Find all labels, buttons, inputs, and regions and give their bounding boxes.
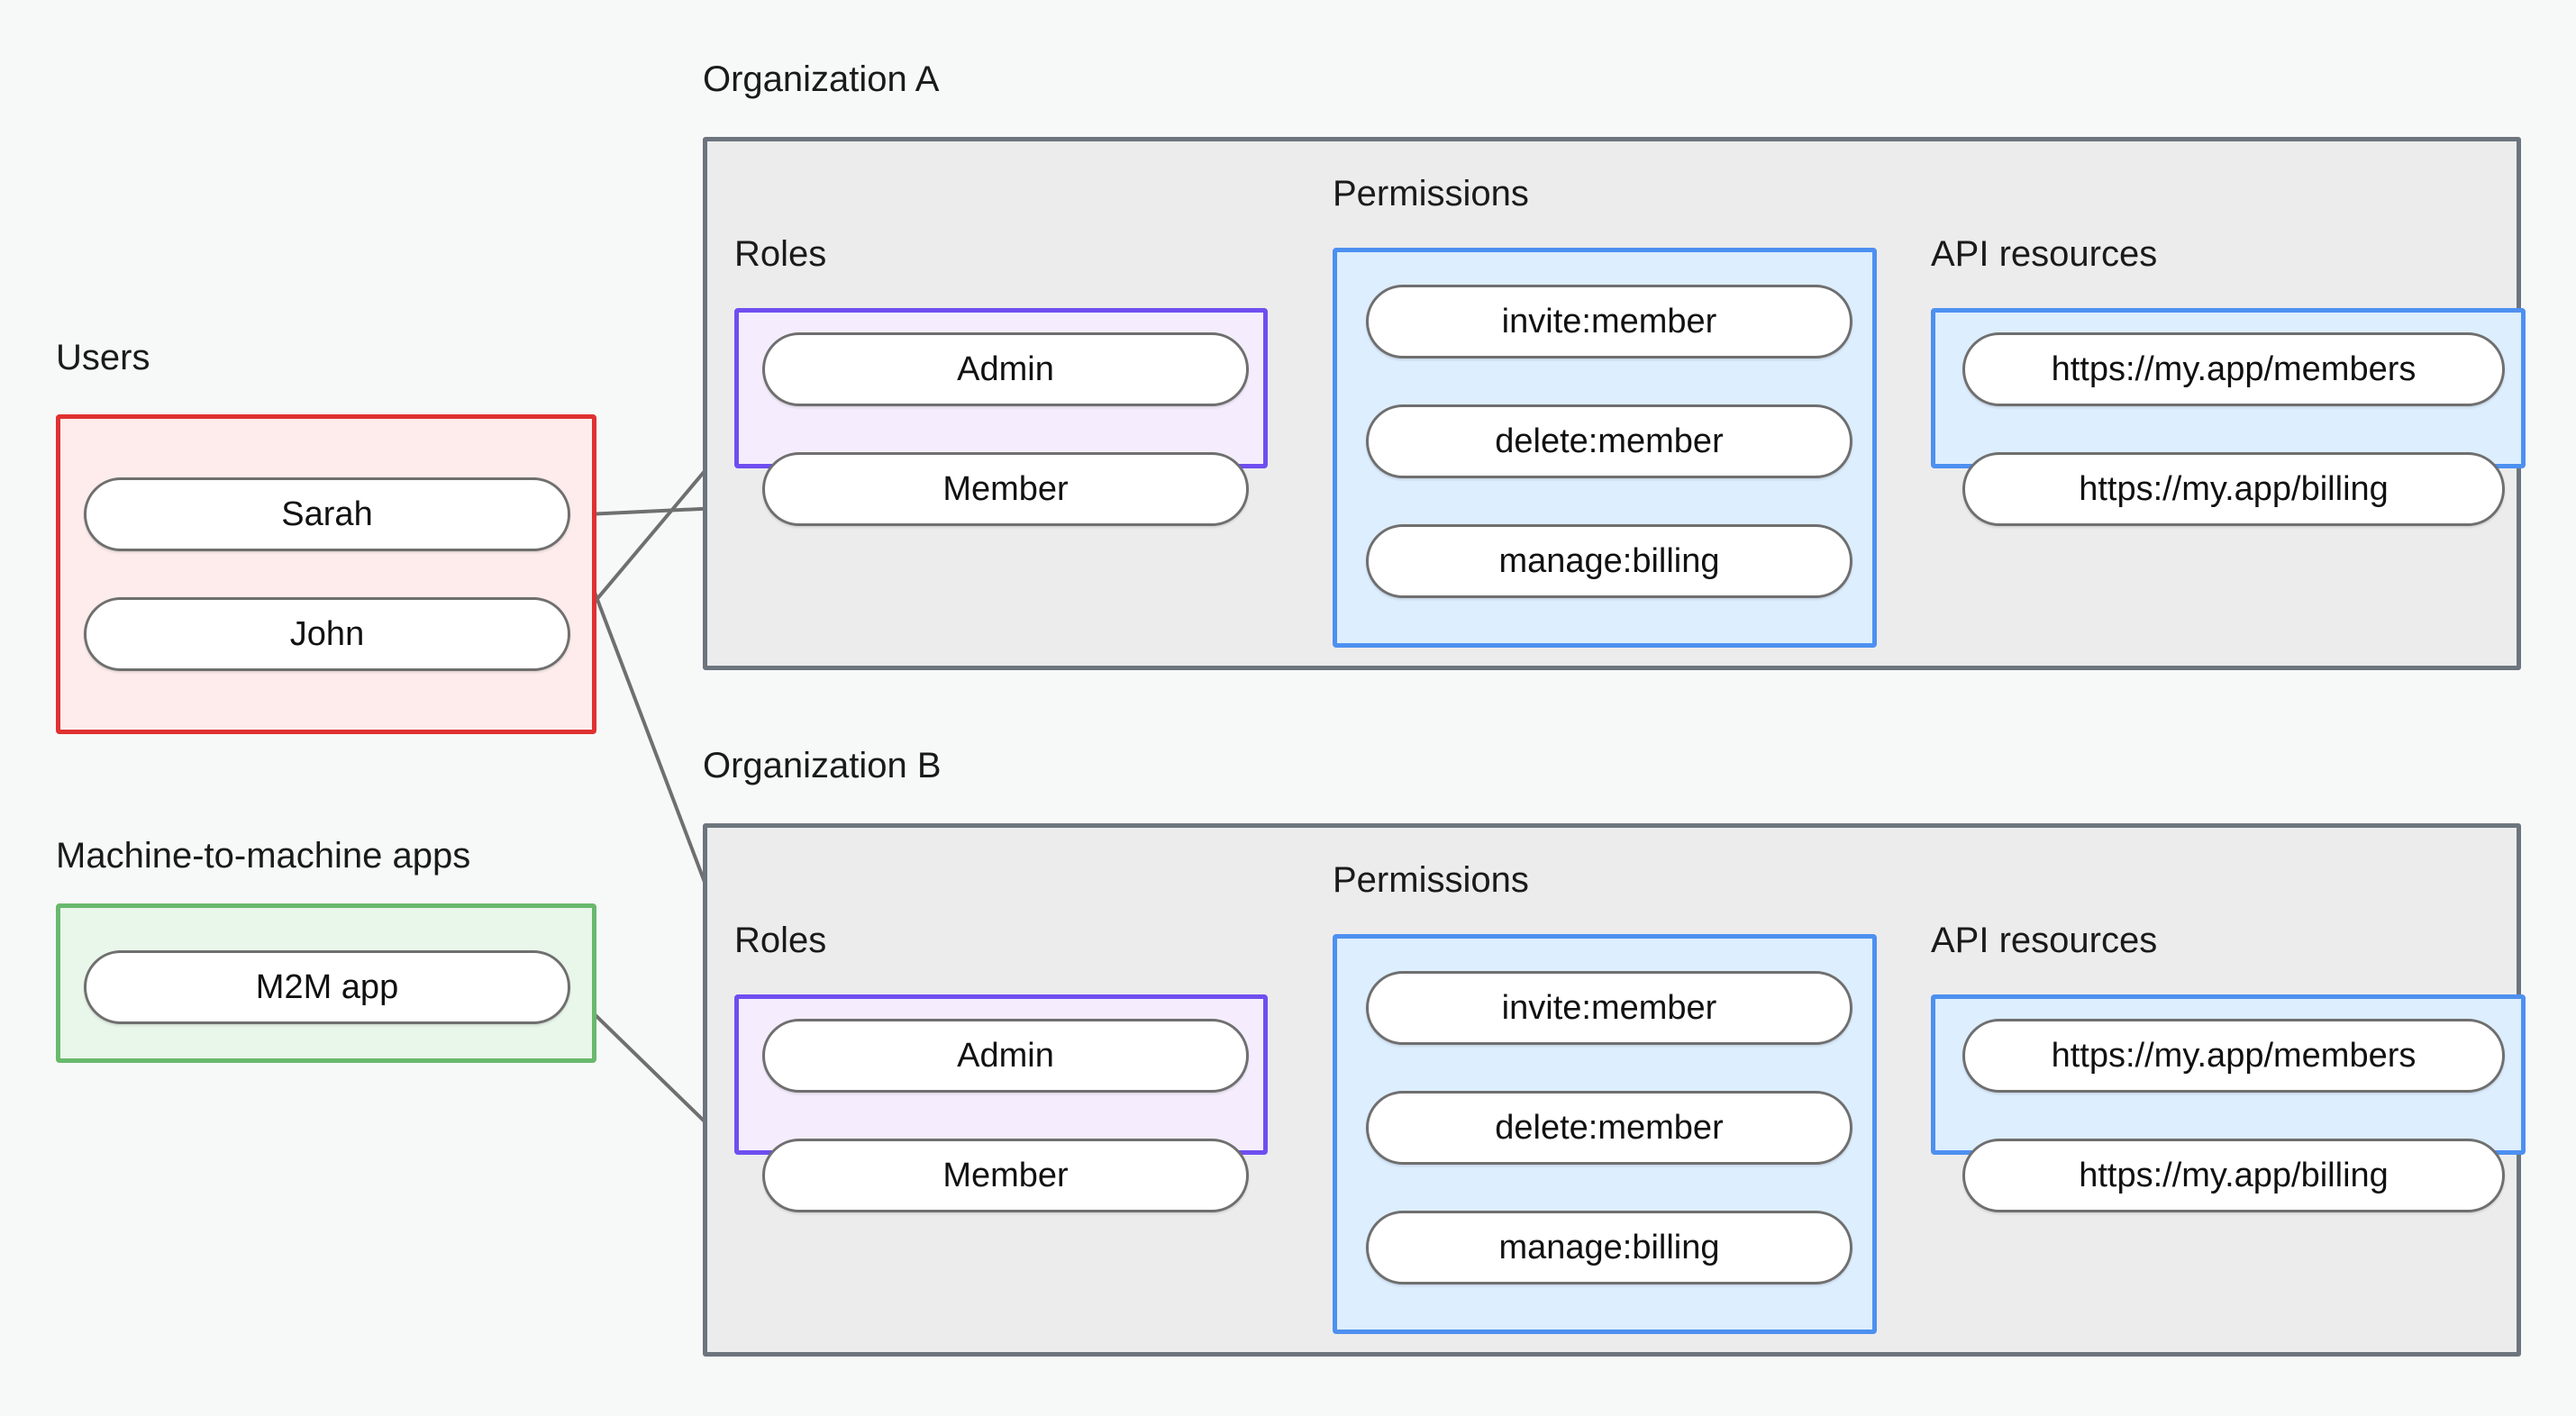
- orgA-role-member[interactable]: Member: [762, 452, 1249, 526]
- orgB-api-resources-container: https://my.app/members https://my.app/bi…: [1931, 994, 2526, 1212]
- orgA-permission-invite-member[interactable]: invite:member: [1366, 285, 1852, 359]
- orgB-role-member[interactable]: Member: [762, 1139, 1249, 1212]
- orgA-role-admin[interactable]: Admin: [762, 332, 1249, 406]
- orgB-permission-delete-member[interactable]: delete:member: [1366, 1091, 1852, 1165]
- organization-b-container: Roles Admin Member Permissions invite:me…: [703, 823, 2526, 1357]
- orgB-api-resource-billing[interactable]: https://my.app/billing: [1962, 1139, 2505, 1212]
- orgB-api-resource-members[interactable]: https://my.app/members: [1962, 1019, 2505, 1093]
- user-node-john[interactable]: John: [84, 597, 570, 671]
- orgA-roles-label: Roles: [734, 234, 827, 274]
- orgB-permissions-label: Permissions: [1333, 860, 1529, 900]
- orgA-roles-container: Admin Member: [734, 308, 1268, 526]
- users-container: Sarah John: [56, 414, 596, 734]
- orgB-roles-container: Admin Member: [734, 994, 1268, 1212]
- orgA-permissions-label: Permissions: [1333, 174, 1529, 213]
- orgB-permission-invite-member[interactable]: invite:member: [1366, 971, 1852, 1045]
- user-node-sarah[interactable]: Sarah: [84, 477, 570, 551]
- organization-b-label: Organization B: [703, 746, 942, 785]
- orgA-api-resource-billing[interactable]: https://my.app/billing: [1962, 452, 2505, 526]
- machine-apps-group-label: Machine-to-machine apps: [56, 836, 471, 876]
- orgB-role-admin[interactable]: Admin: [762, 1019, 1249, 1093]
- orgB-permission-manage-billing[interactable]: manage:billing: [1366, 1211, 1852, 1284]
- orgA-api-resources-label: API resources: [1931, 234, 2158, 274]
- orgB-permissions-container: invite:member delete:member manage:billi…: [1333, 934, 1877, 1334]
- m2m-app-node[interactable]: M2M app: [84, 950, 570, 1024]
- orgA-permission-manage-billing[interactable]: manage:billing: [1366, 524, 1852, 598]
- organization-a-label: Organization A: [703, 59, 940, 99]
- orgB-roles-label: Roles: [734, 921, 827, 960]
- orgA-api-resources-container: https://my.app/members https://my.app/bi…: [1931, 308, 2526, 526]
- users-group-label: Users: [56, 338, 150, 377]
- orgA-permission-delete-member[interactable]: delete:member: [1366, 404, 1852, 478]
- orgA-api-resource-members[interactable]: https://my.app/members: [1962, 332, 2505, 406]
- machine-apps-container: M2M app: [56, 903, 596, 1063]
- organization-a-container: Roles Admin Member Permissions invite:me…: [703, 137, 2526, 670]
- orgA-permissions-container: invite:member delete:member manage:billi…: [1333, 248, 1877, 648]
- orgB-api-resources-label: API resources: [1931, 921, 2158, 960]
